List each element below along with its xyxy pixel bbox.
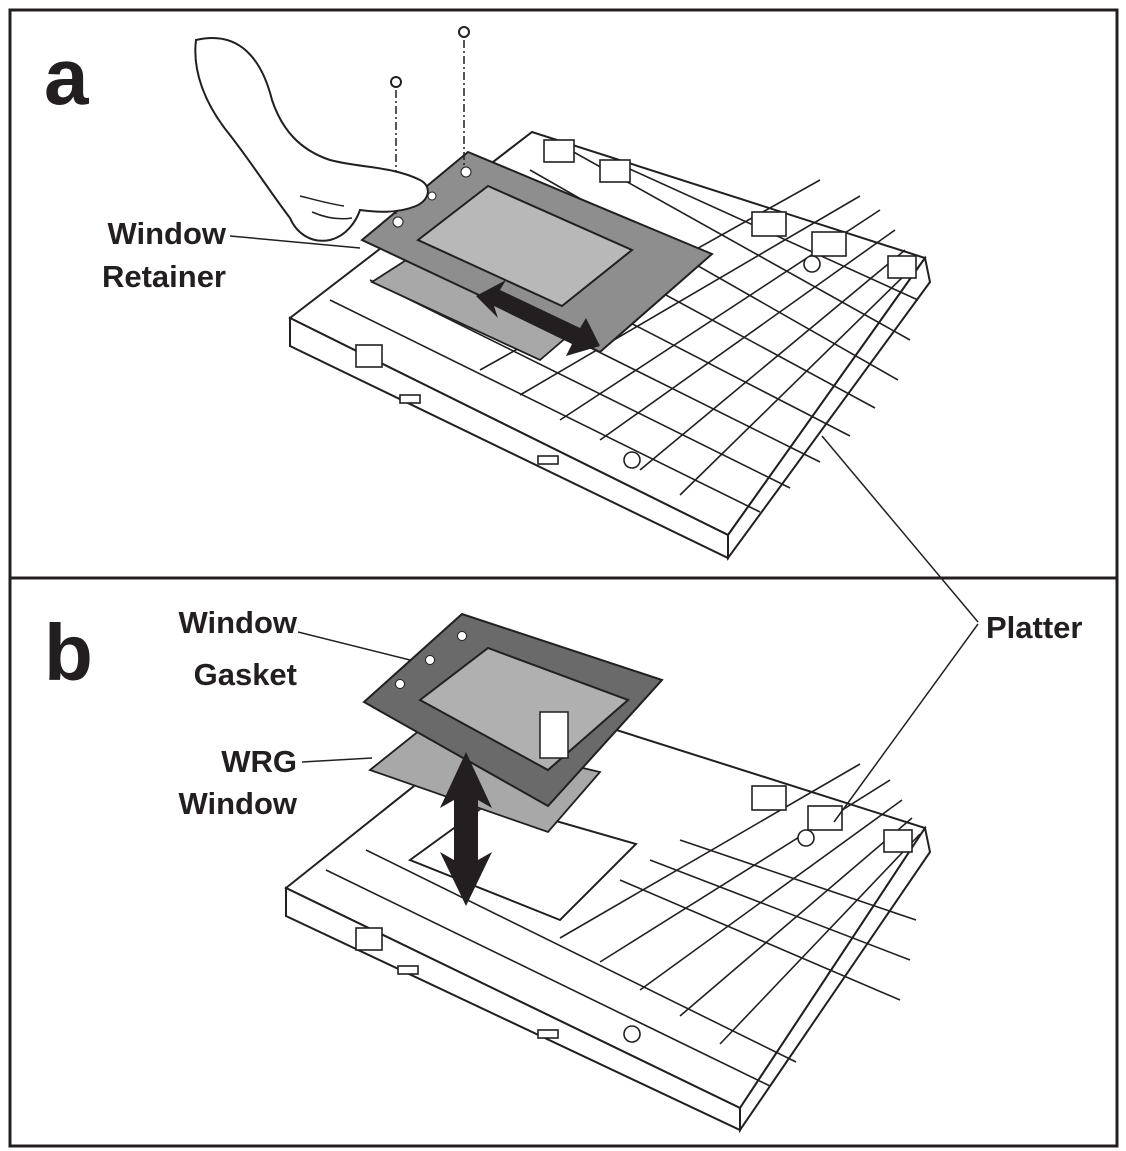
panel-a: a [44, 26, 932, 562]
window-gasket-part [362, 612, 664, 808]
wrg-window-label-line1: WRG [221, 744, 297, 779]
platter-callout: Platter [821, 435, 1082, 823]
panel-a-letter: a [44, 32, 89, 121]
window-retainer-label-line2: Retainer [102, 259, 226, 294]
window-gasket-callout: Window Gasket [178, 605, 411, 692]
panel-b: b [44, 605, 932, 1134]
wrg-window-label-line2: Window [178, 786, 297, 821]
lift-arrow [440, 752, 492, 906]
window-retainer-callout: Window Retainer [102, 216, 361, 294]
hand-illustration [194, 37, 429, 242]
wrg-window-callout: WRG Window [178, 744, 373, 821]
platter-label: Platter [986, 610, 1082, 645]
panel-b-letter: b [44, 608, 93, 697]
window-gasket-label-line1: Window [178, 605, 297, 640]
wrg-window-part [368, 729, 602, 834]
window-gasket-label-line2: Gasket [194, 657, 297, 692]
slide-arrow [476, 280, 600, 356]
window-retainer-label-line1: Window [107, 216, 226, 251]
